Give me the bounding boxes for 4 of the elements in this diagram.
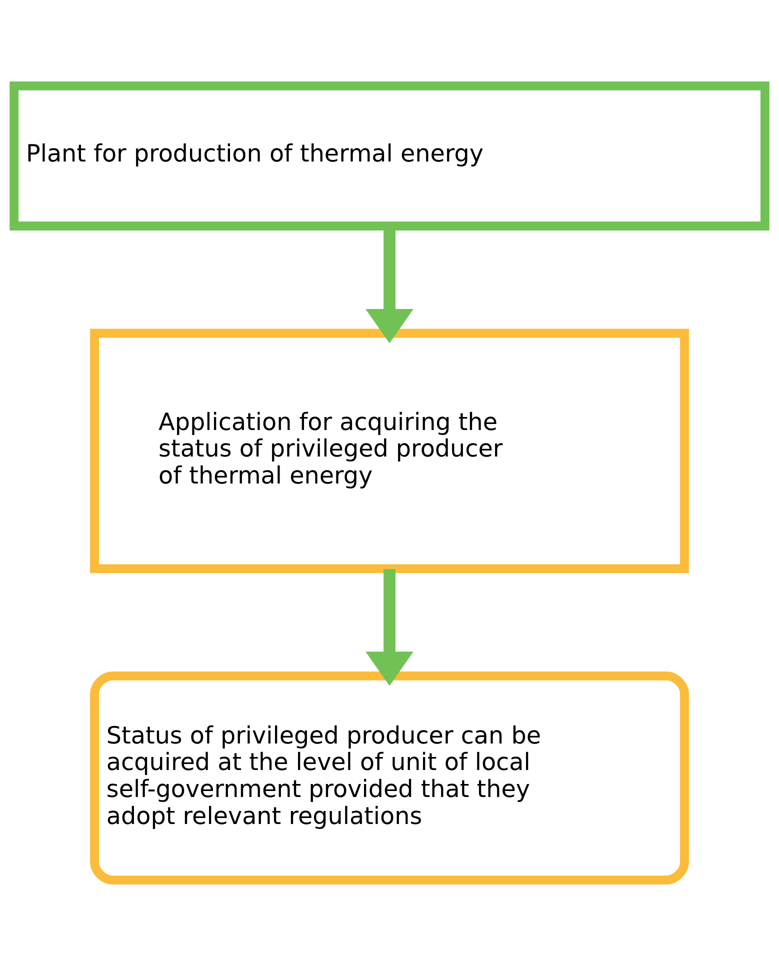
arrow: [366, 568, 414, 686]
node-box: Application for acquiring the status of privileged producer of thermal energy: [90, 328, 689, 573]
node-box: Status of privileged producer can be acquired at the level of unit of local self-government provided that they adopt relevant regulations: [90, 670, 689, 884]
node-box: Plant for production of thermal energy: [10, 81, 770, 230]
